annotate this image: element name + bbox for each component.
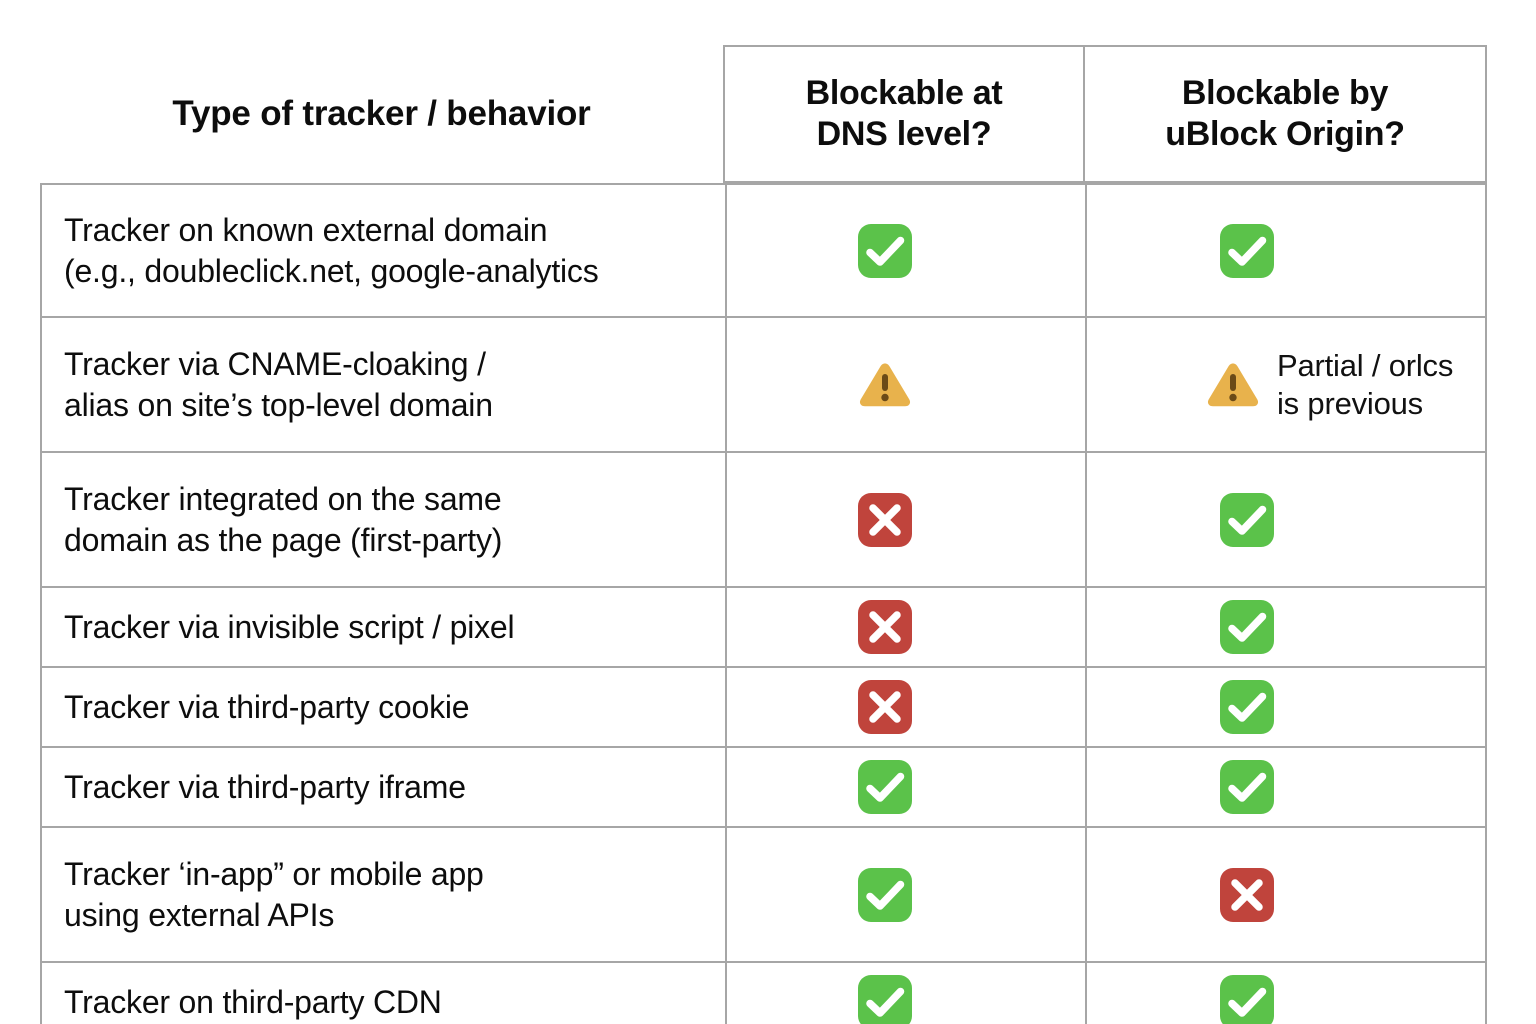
header-ubo-line1: Blockable by: [1181, 73, 1389, 112]
check-icon: [1220, 680, 1274, 734]
header-label-blockable-dns: Blockable at DNS level?: [806, 73, 1003, 156]
cell-tracker-type: Tracker ‘in-app” or mobile app using exte…: [42, 828, 725, 961]
tracker-type-label: Tracker on third-party CDN: [64, 982, 442, 1023]
header-label-type-of-tracker: Type of tracker / behavior: [172, 94, 591, 133]
tracker-type-label: Tracker on known external domain (e.g., d…: [64, 210, 599, 291]
tracker-type-label: Tracker via third-party iframe: [64, 767, 466, 808]
table-row: Tracker on third-party CDN: [40, 963, 1487, 1024]
cross-icon: [1220, 867, 1274, 922]
header-label-blockable-ublock: Blockable by uBlock Origin?: [1165, 73, 1405, 156]
cell-dns: [725, 828, 1085, 961]
header-cell-blockable-ublock: Blockable by uBlock Origin?: [1083, 45, 1487, 183]
header-cell-type-of-tracker: Type of tracker / behavior: [40, 45, 723, 183]
table-body: Tracker on known external domain (e.g., d…: [40, 183, 1487, 1024]
tracker-type-label: Tracker via invisible script / pixel: [64, 607, 515, 648]
cell-dns: [725, 963, 1085, 1024]
check-icon: [858, 867, 912, 922]
cell-dns: [725, 453, 1085, 586]
header-ubo-line2: uBlock Origin?: [1165, 115, 1405, 153]
warning-icon: [1207, 363, 1259, 406]
check-icon: [1220, 600, 1274, 654]
cell-tracker-type: Tracker integrated on the same domain as …: [42, 453, 725, 586]
tracker-type-line2: domain as the page (first-party): [64, 521, 503, 558]
check-icon: [1220, 223, 1274, 278]
table-row: Tracker via invisible script / pixel: [40, 588, 1487, 668]
cell-ubo: [1085, 748, 1485, 826]
header-dns-line2: DNS level?: [816, 115, 992, 153]
table-row: Tracker via CNAME-cloaking / alias on sit…: [40, 318, 1487, 453]
cell-ubo: [1085, 668, 1485, 746]
tracker-type-line1: Tracker via invisible script / pixel: [64, 608, 515, 645]
cross-icon: [858, 680, 912, 734]
cell-tracker-type: Tracker via third-party cookie: [42, 668, 725, 746]
cell-dns: [725, 748, 1085, 826]
cell-tracker-type: Tracker via third-party iframe: [42, 748, 725, 826]
cross-icon: [858, 492, 912, 547]
tracker-type-line2: using external APIs: [64, 896, 335, 933]
cell-tracker-type: Tracker on third-party CDN: [42, 963, 725, 1024]
cell-dns: [725, 318, 1085, 451]
cross-icon: [858, 600, 912, 654]
check-icon: [1220, 492, 1274, 547]
cell-tracker-type: Tracker via invisible script / pixel: [42, 588, 725, 666]
ubo-note-line2: is previous: [1277, 385, 1423, 421]
tracker-type-line2: alias on site’s top-level domain: [64, 386, 493, 423]
cell-tracker-type: Tracker via CNAME-cloaking / alias on sit…: [42, 318, 725, 451]
cell-dns: [725, 588, 1085, 666]
warning-icon: [859, 363, 911, 406]
cell-dns: [725, 185, 1085, 316]
tracker-type-line1: Tracker via third-party cookie: [64, 688, 470, 725]
tracker-type-label: Tracker via third-party cookie: [64, 687, 470, 728]
tracker-type-label: Tracker ‘in-app” or mobile app using exte…: [64, 854, 484, 935]
table-row: Tracker via third-party cookie: [40, 668, 1487, 748]
tracker-type-line1: Tracker on third-party CDN: [64, 983, 442, 1020]
tracker-type-line1: Tracker on known external domain: [64, 211, 548, 248]
check-icon: [1220, 975, 1274, 1024]
tracker-type-line1: Tracker via CNAME-cloaking /: [64, 345, 486, 382]
table-row: Tracker on known external domain (e.g., d…: [40, 183, 1487, 318]
tracker-type-line1: Tracker integrated on the same: [64, 480, 502, 517]
ubo-note-line1: Partial / orlcs: [1277, 347, 1454, 383]
table-row: Tracker integrated on the same domain as …: [40, 453, 1487, 588]
cell-ubo: [1085, 453, 1485, 586]
tracker-type-line2: (e.g., doubleclick.net, google-analytics: [64, 252, 599, 289]
tracker-type-label: Tracker integrated on the same domain as …: [64, 479, 502, 560]
check-icon: [858, 223, 912, 278]
cell-ubo: [1085, 828, 1485, 961]
check-icon: [1220, 760, 1274, 814]
cell-ubo: [1085, 185, 1485, 316]
check-icon: [858, 975, 912, 1024]
tracker-type-line1: Tracker ‘in-app” or mobile app: [64, 855, 484, 892]
cell-ubo: [1085, 588, 1485, 666]
table-row: Tracker via third-party iframe: [40, 748, 1487, 828]
header-cell-blockable-dns: Blockable at DNS level?: [723, 45, 1085, 183]
table-row: Tracker ‘in-app” or mobile app using exte…: [40, 828, 1487, 963]
cell-tracker-type: Tracker on known external domain (e.g., d…: [42, 185, 725, 316]
cell-ubo: [1085, 963, 1485, 1024]
tracker-type-label: Tracker via CNAME-cloaking / alias on sit…: [64, 344, 493, 425]
cell-dns: [725, 668, 1085, 746]
check-icon: [858, 760, 912, 814]
tracker-type-line1: Tracker via third-party iframe: [64, 768, 466, 805]
header-dns-line1: Blockable at: [805, 73, 1003, 112]
